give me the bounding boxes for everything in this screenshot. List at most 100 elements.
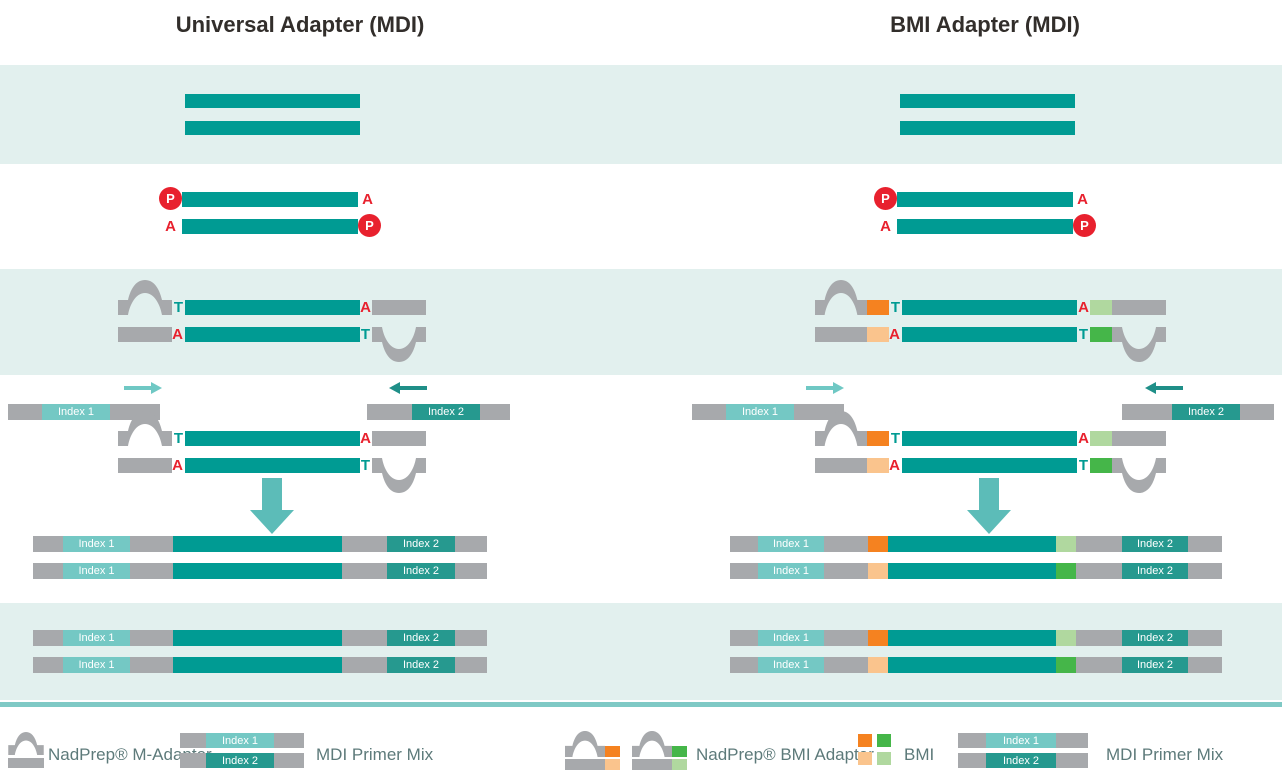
reverse-primer-arrow-icon	[1145, 382, 1183, 394]
index1-segment: Index 1	[206, 733, 274, 748]
insert-segment	[173, 630, 342, 646]
bmi-adapter-loop-icon	[815, 280, 867, 315]
index1-segment: Index 1	[758, 657, 824, 673]
insert-segment	[173, 657, 342, 673]
primer-arm	[180, 753, 206, 768]
bmi-adapter-loop-icon	[632, 731, 672, 757]
adapter-segment	[1076, 630, 1122, 646]
adapter-segment	[824, 536, 868, 552]
adapter-segment	[1076, 657, 1122, 673]
down-arrow-icon	[250, 478, 294, 534]
insert-strand	[185, 431, 360, 446]
library-molecule: Index 1 Index 2	[33, 657, 487, 673]
bmi-adapter-strand-icon	[565, 759, 605, 770]
index1-segment: Index 1	[42, 404, 110, 420]
adapter-segment	[730, 630, 758, 646]
insert-strand	[185, 300, 360, 315]
index1-segment: Index 1	[63, 630, 130, 646]
bmi-adapter-loop-icon	[815, 411, 867, 446]
index1-segment: Index 1	[758, 630, 824, 646]
bmi-block	[867, 327, 889, 342]
legend-label-bmi: BMI	[904, 745, 935, 764]
a-overhang-label: A	[165, 218, 176, 235]
insert-strand	[902, 300, 1077, 315]
index1-segment: Index 1	[758, 536, 824, 552]
primer-arm	[367, 404, 412, 420]
legend-divider-line	[0, 702, 1282, 707]
bmi-block	[867, 300, 889, 315]
adapter-segment	[824, 563, 868, 579]
adapter-arm	[372, 300, 426, 315]
phosphate-badge: P	[1073, 214, 1096, 237]
bmi-block	[867, 431, 889, 446]
index1-primer: Index 1	[180, 733, 304, 748]
bmi-block	[1090, 431, 1112, 446]
forward-primer-arrow-icon	[806, 382, 844, 394]
step-band-final-library	[0, 603, 1282, 700]
step-band-adapter-ligation	[0, 269, 1282, 375]
column-title-bmi-adapter: BMI Adapter (MDI)	[890, 12, 1080, 37]
bmi-block	[1090, 458, 1112, 473]
bmi-segment	[868, 536, 888, 552]
phosphate-badge: P	[874, 187, 897, 210]
bmi-block	[605, 759, 620, 770]
a-overhang-label: A	[889, 326, 900, 343]
index1-segment: Index 1	[63, 657, 130, 673]
index1-segment: Index 1	[63, 536, 130, 552]
index2-segment: Index 2	[387, 630, 455, 646]
adapter-segment	[342, 563, 387, 579]
m-adapter-loop-icon	[372, 327, 426, 362]
adapter-segment	[130, 536, 173, 552]
bmi-segment	[868, 630, 888, 646]
index2-primer: Index 2	[958, 753, 1088, 768]
library-molecule: Index 1 Index 2	[730, 563, 1222, 579]
adapter-segment	[1076, 536, 1122, 552]
a-overhang-label: A	[889, 457, 900, 474]
t-overhang-label: T	[890, 430, 901, 447]
m-adapter-loop-icon	[8, 732, 44, 755]
t-overhang-label: T	[173, 430, 184, 447]
bmi-segment	[1056, 536, 1076, 552]
primer-arm	[480, 404, 510, 420]
bmi-block	[867, 458, 889, 473]
primer-arm	[274, 753, 304, 768]
primer-arm	[1122, 404, 1172, 420]
adapter-segment	[342, 536, 387, 552]
insert-segment	[888, 563, 1056, 579]
dna-fragment-strand	[900, 94, 1075, 108]
t-overhang-label: T	[1078, 457, 1089, 474]
adapter-segment	[455, 563, 487, 579]
index1-segment: Index 1	[726, 404, 794, 420]
index2-segment: Index 2	[387, 563, 455, 579]
adapter-segment	[455, 536, 487, 552]
primer-arm	[958, 733, 986, 748]
t-overhang-label: T	[173, 299, 184, 316]
adapter-segment	[730, 536, 758, 552]
library-molecule: Index 1 Index 2	[33, 563, 487, 579]
primer-arm	[1240, 404, 1274, 420]
adapter-segment	[455, 630, 487, 646]
library-molecule: Index 1 Index 2	[730, 536, 1222, 552]
primer-arm	[958, 753, 986, 768]
bmi-block	[672, 746, 687, 757]
insert-strand	[902, 458, 1077, 473]
adapter-segment	[824, 657, 868, 673]
down-arrow-icon	[967, 478, 1011, 534]
insert-strand	[902, 431, 1077, 446]
primer-arm	[1056, 753, 1088, 768]
index2-segment: Index 2	[986, 753, 1056, 768]
a-overhang-label: A	[172, 457, 183, 474]
bmi-block	[605, 746, 620, 757]
m-adapter-loop-icon	[372, 458, 426, 493]
adapter-segment	[342, 630, 387, 646]
a-overhang-label: A	[360, 299, 371, 316]
adapter-segment	[1188, 657, 1222, 673]
adapter-arm	[372, 431, 426, 446]
a-overhang-label: A	[1077, 191, 1088, 208]
bmi-block	[1090, 300, 1112, 315]
index1-segment: Index 1	[986, 733, 1056, 748]
insert-segment	[888, 657, 1056, 673]
bmi-swatch	[877, 734, 891, 747]
insert-strand	[902, 327, 1077, 342]
